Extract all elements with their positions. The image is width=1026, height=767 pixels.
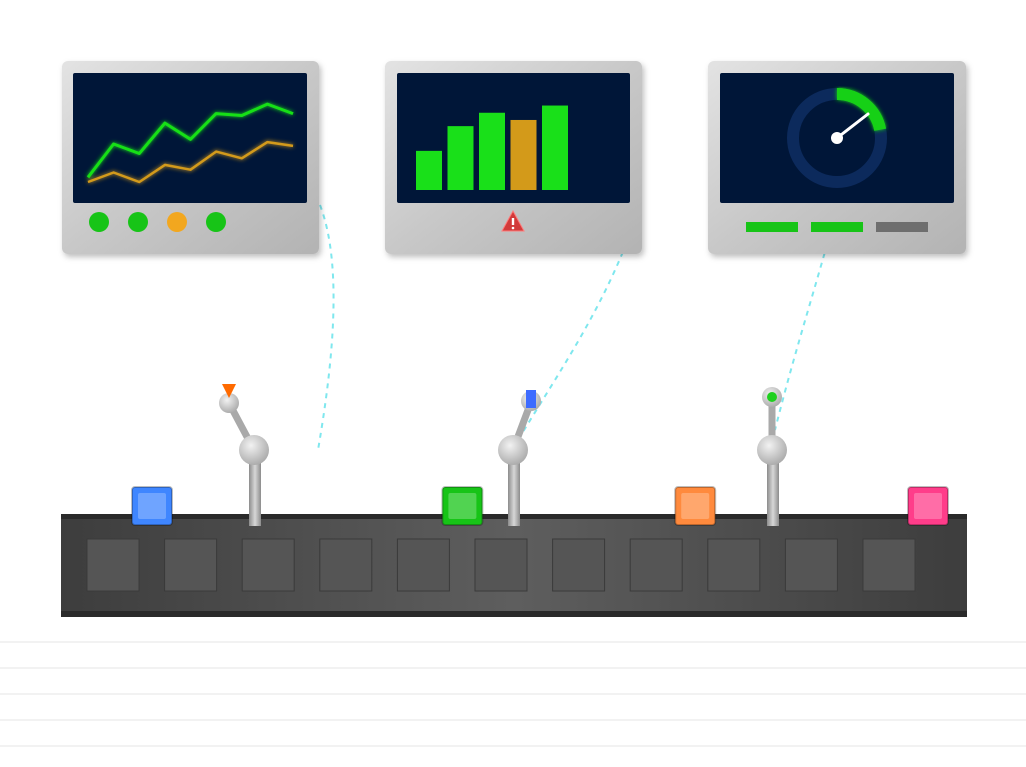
arm-3[interactable] xyxy=(757,387,787,526)
box-pink[interactable] xyxy=(907,486,949,526)
bar-chart-icon xyxy=(416,105,568,190)
belt-slot xyxy=(629,538,683,592)
line-series-secondary xyxy=(87,140,294,184)
bar xyxy=(542,105,568,190)
belt-slot xyxy=(862,538,916,592)
progress-segment xyxy=(876,222,928,232)
triangle-marker-icon xyxy=(222,384,236,398)
bar xyxy=(447,126,474,190)
square-marker-icon xyxy=(526,390,536,408)
line-chart-icon xyxy=(86,102,294,184)
belt-slot xyxy=(241,538,295,592)
status-light xyxy=(167,212,187,232)
line-series-main xyxy=(86,102,294,179)
bar xyxy=(510,119,537,190)
arm-2[interactable] xyxy=(498,390,541,526)
status-light xyxy=(89,212,109,232)
gauge-icon xyxy=(787,88,887,188)
gauge-hub xyxy=(831,132,843,144)
belt-slot xyxy=(396,538,450,592)
progress-segments xyxy=(746,222,928,232)
belt-items xyxy=(131,486,949,526)
belt-slot xyxy=(707,538,761,592)
arm-1[interactable] xyxy=(219,384,269,526)
box-green[interactable] xyxy=(441,486,484,526)
floor-lines xyxy=(0,641,1026,747)
gauge-needle xyxy=(835,112,870,140)
bar xyxy=(479,112,505,190)
status-light xyxy=(206,212,226,232)
warning-icon[interactable] xyxy=(501,209,525,232)
belt-slot xyxy=(474,538,528,592)
progress-segment xyxy=(811,222,863,232)
belt-slot xyxy=(86,538,140,592)
arm-head xyxy=(219,393,239,413)
belt-slot xyxy=(319,538,373,592)
dot-marker-icon xyxy=(767,392,777,402)
arm-joint xyxy=(498,435,528,465)
belt-slots xyxy=(86,538,916,592)
belt-slot xyxy=(552,538,606,592)
box-orange[interactable] xyxy=(674,486,717,526)
gauge-fill-arc xyxy=(836,88,887,132)
status-lights xyxy=(89,212,226,232)
arm-joint xyxy=(239,435,269,465)
link-line-1 xyxy=(317,204,335,451)
bar xyxy=(416,150,442,190)
arm-joint xyxy=(757,435,787,465)
belt-slot xyxy=(164,538,218,592)
belt-slot xyxy=(784,538,838,592)
box-blue[interactable] xyxy=(131,486,173,526)
status-light xyxy=(128,212,148,232)
progress-segment xyxy=(746,222,798,232)
